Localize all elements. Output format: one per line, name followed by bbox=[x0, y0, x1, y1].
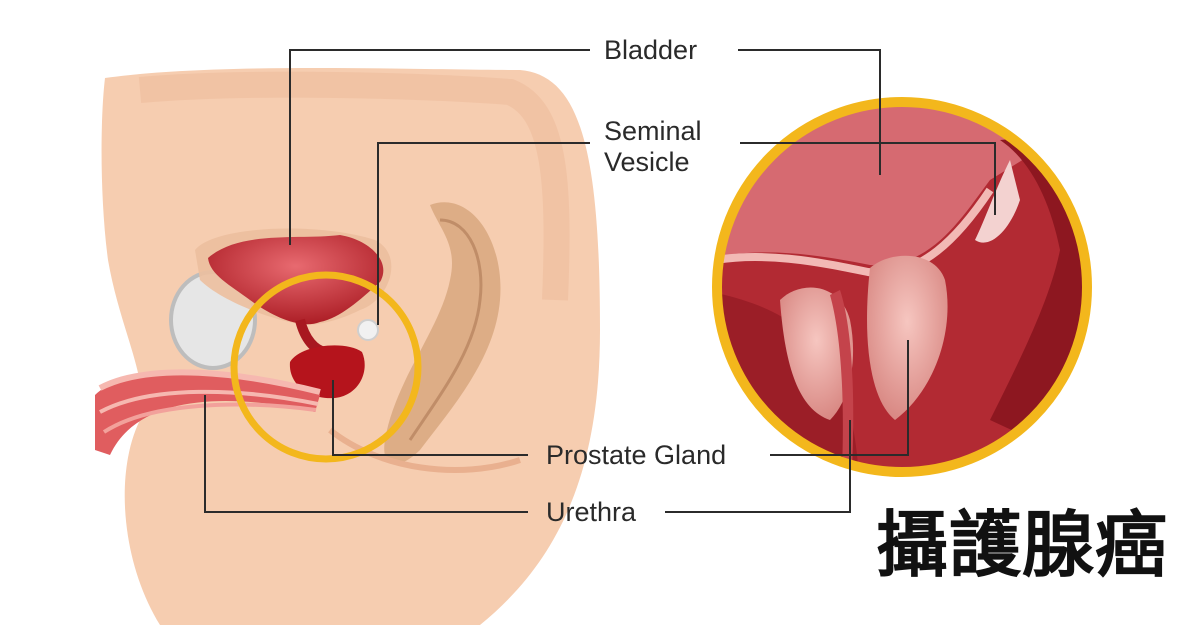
page-title: 攝護腺癌 bbox=[876, 503, 1169, 587]
prostate bbox=[289, 345, 365, 399]
seminal-vesicle-label-line2: Vesicle bbox=[604, 147, 690, 177]
bladder-label: Bladder bbox=[604, 35, 698, 65]
seminal-vesicle-label-line1: Seminal bbox=[604, 116, 702, 146]
body-silhouette bbox=[101, 68, 600, 625]
zoom-view bbox=[712, 97, 1092, 477]
leader-lines bbox=[204, 49, 996, 513]
highlight-ring bbox=[230, 271, 422, 463]
urethra-label: Urethra bbox=[546, 497, 637, 527]
prostate-gland-label: Prostate Gland bbox=[546, 440, 727, 470]
penis-urethra bbox=[95, 369, 321, 455]
